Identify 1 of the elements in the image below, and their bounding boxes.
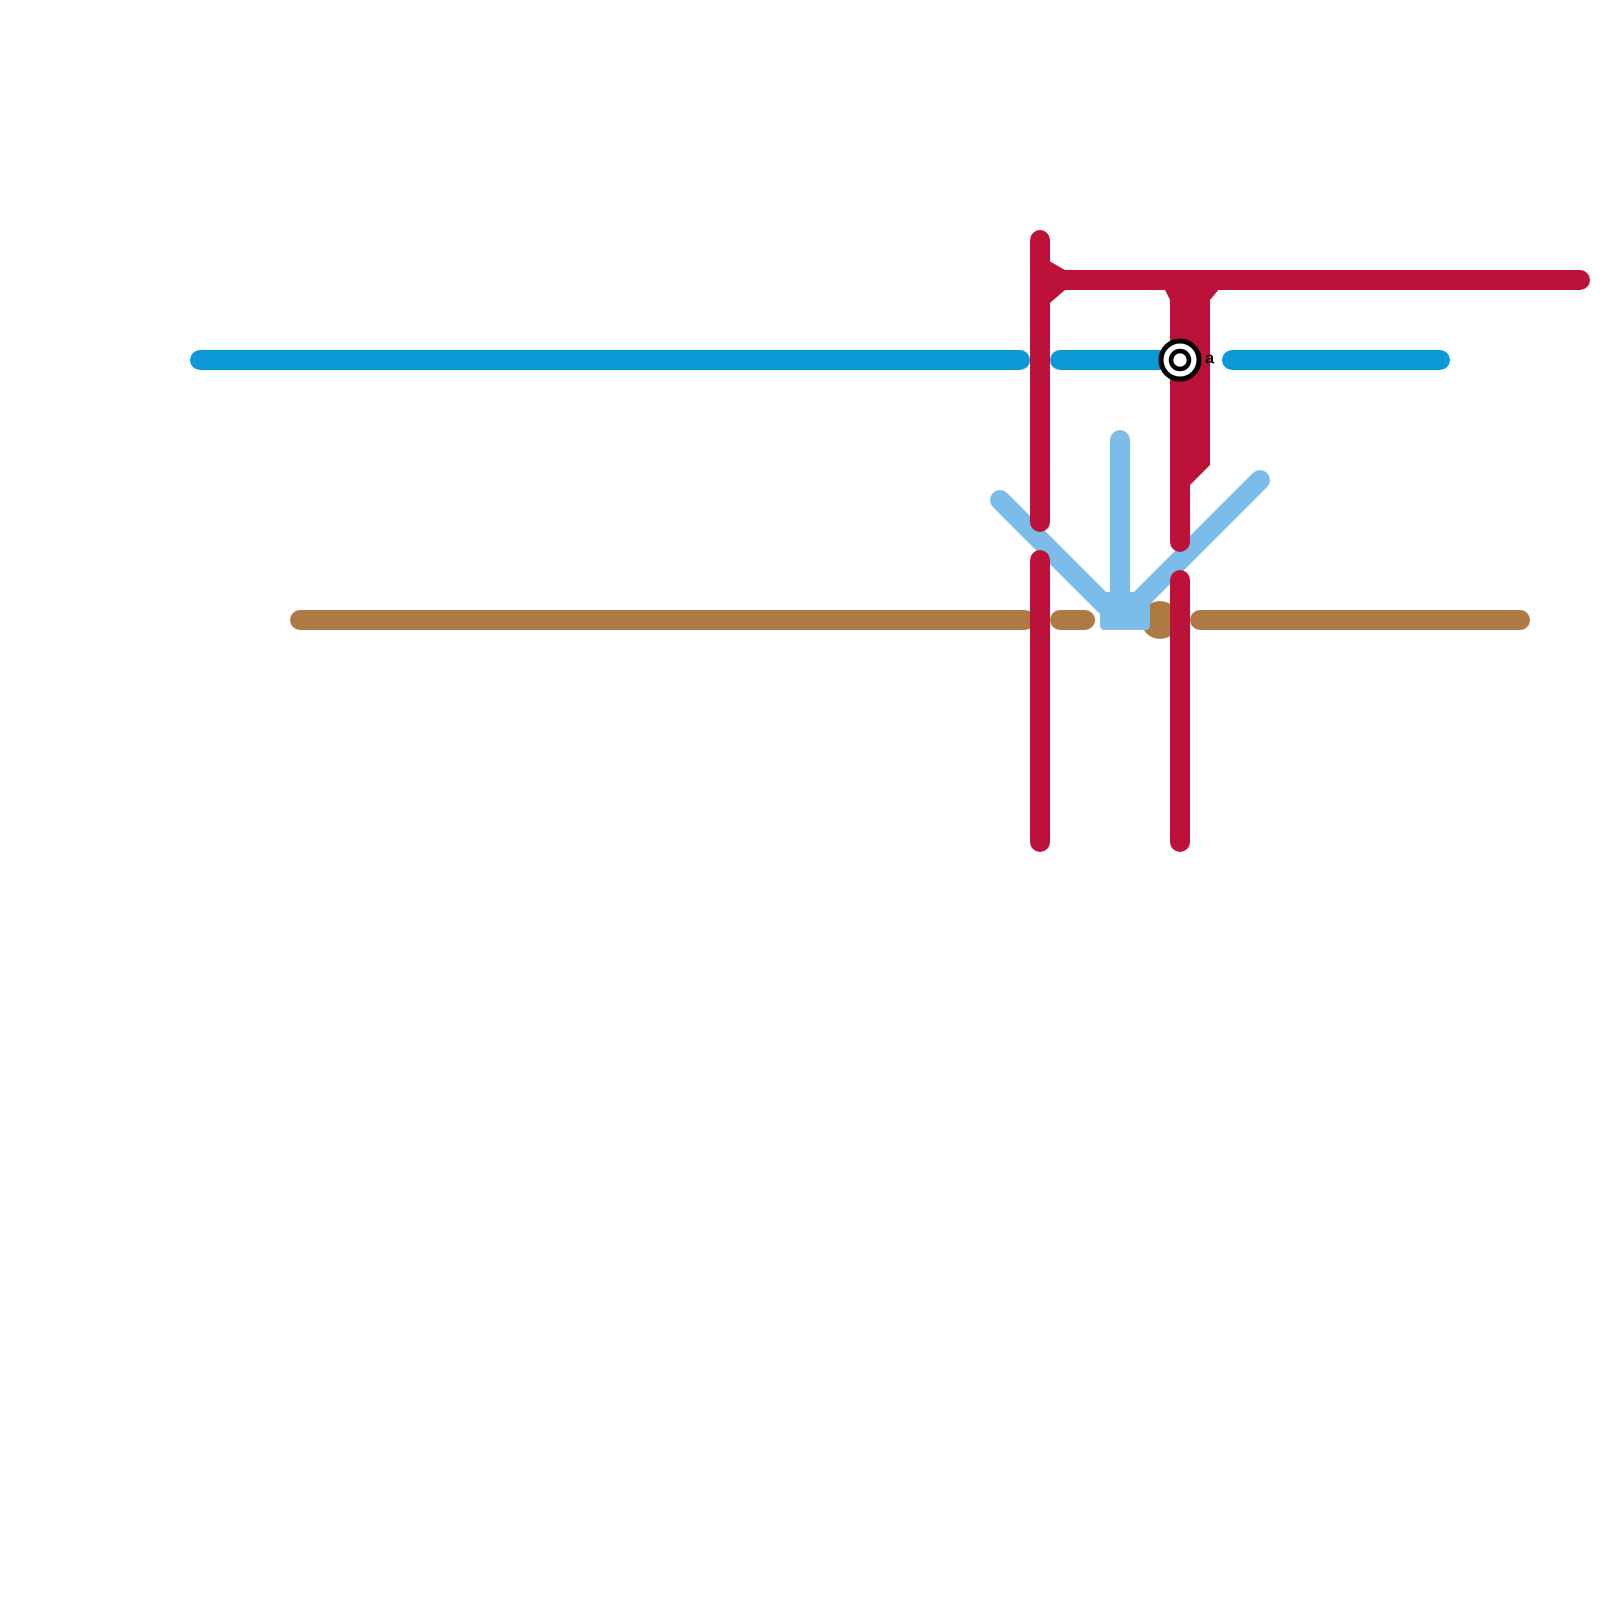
station-label: a <box>1205 354 1215 364</box>
